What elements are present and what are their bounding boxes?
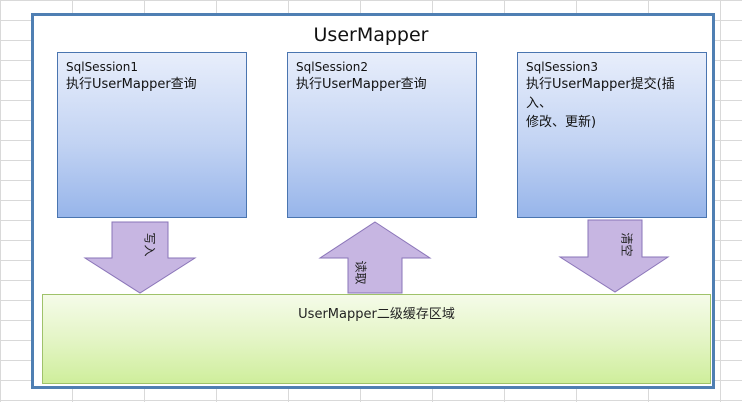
- cache-region-label: UserMapper二级缓存区域: [298, 307, 455, 322]
- clear-arrow-label: 清空: [619, 232, 634, 257]
- write-arrow: [83, 221, 197, 294]
- session-name: SqlSession3: [526, 60, 598, 74]
- sqlsession1-box: SqlSession1 执行UserMapper查询: [57, 52, 247, 218]
- clear-arrow: [558, 219, 670, 293]
- diagram-title: UserMapper: [313, 24, 429, 46]
- session-description: 执行UserMapper查询: [296, 77, 427, 92]
- session-description: 执行UserMapper提交(插入、 修改、更新): [526, 77, 675, 130]
- read-arrow: [318, 221, 432, 294]
- second-level-cache-region: UserMapper二级缓存区域: [42, 294, 711, 384]
- sqlsession2-box: SqlSession2 执行UserMapper查询: [287, 52, 477, 218]
- sqlsession3-box: SqlSession3 执行UserMapper提交(插入、 修改、更新): [517, 52, 707, 218]
- session-name: SqlSession1: [66, 60, 138, 74]
- read-arrow-label: 读取: [353, 260, 368, 285]
- write-arrow-label: 写入: [142, 232, 157, 257]
- session-description: 执行UserMapper查询: [66, 77, 197, 92]
- session-name: SqlSession2: [296, 60, 368, 74]
